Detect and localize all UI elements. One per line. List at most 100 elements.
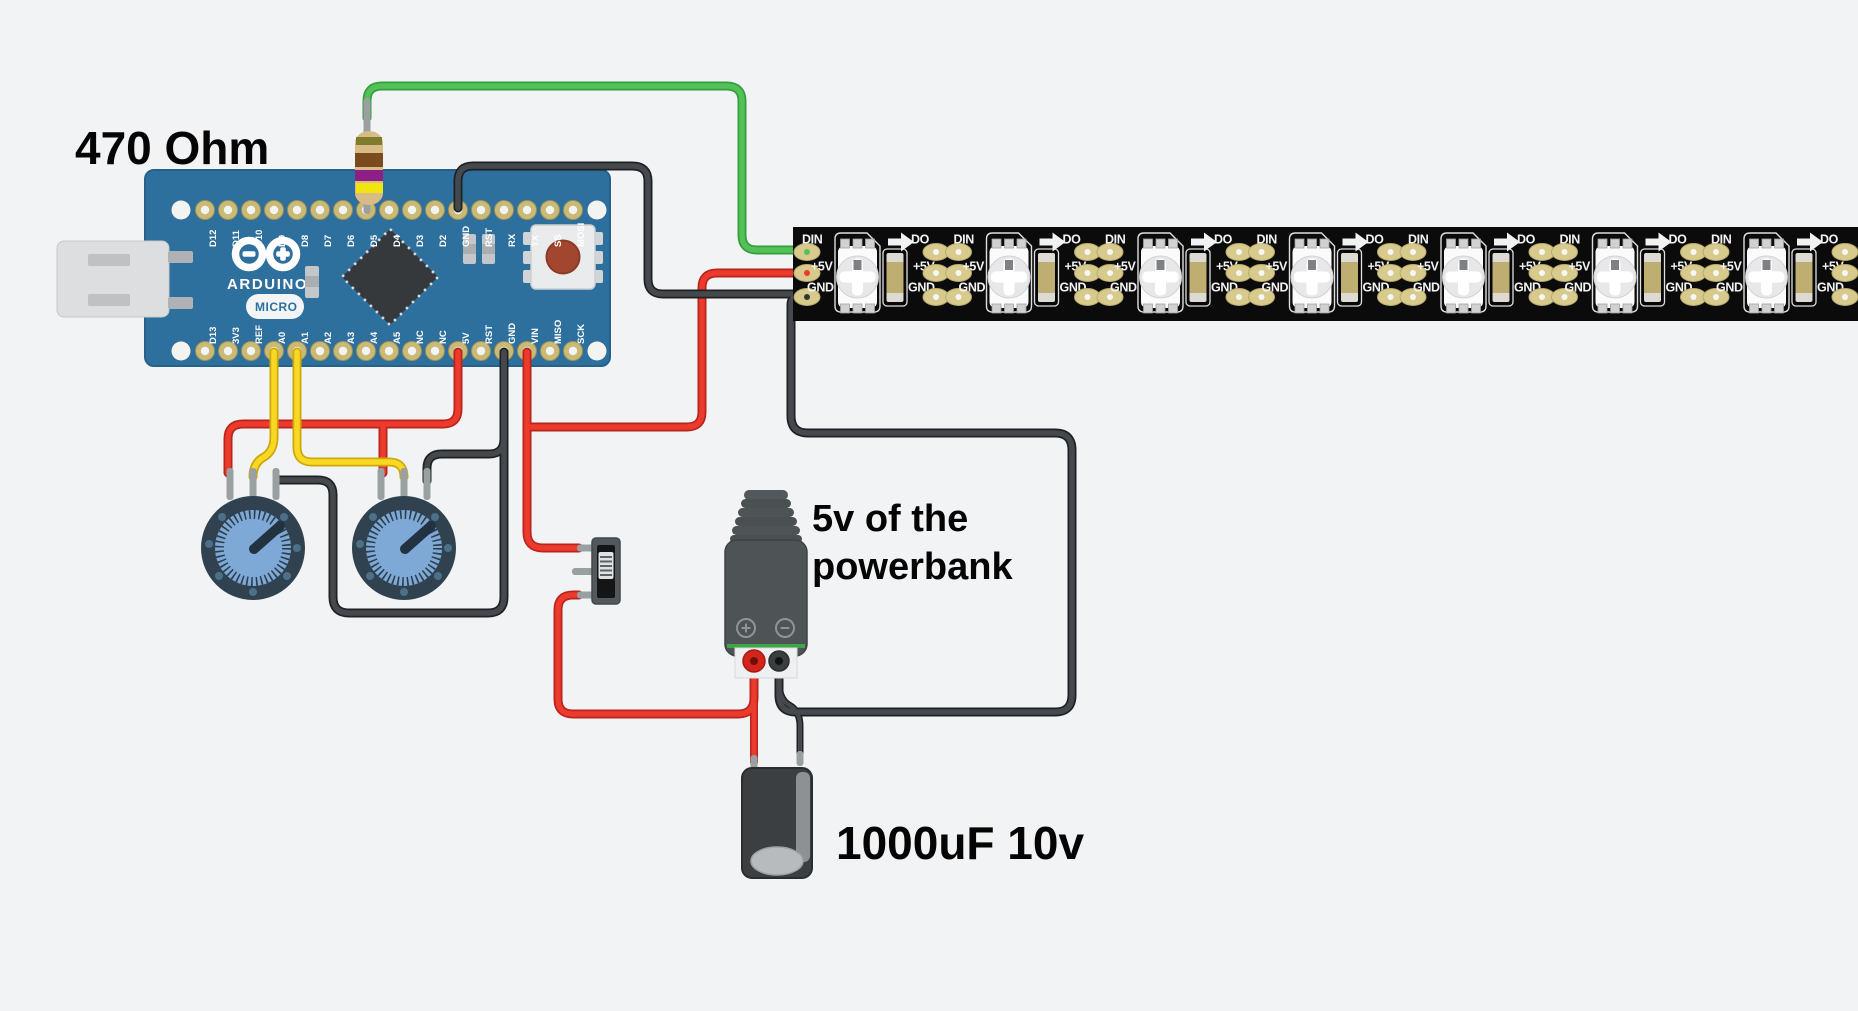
label-do: DO: [1063, 233, 1082, 247]
pin-hole-center: [246, 346, 256, 356]
pin-label: RST: [484, 325, 495, 344]
wire-red-strip5v[interactable]: [524, 270, 805, 430]
led-strip-segment[interactable]: DIN +5V GND DO +5V GND: [1248, 232, 1404, 314]
pin-hole-center: [315, 346, 325, 356]
resistor-band-olive: [356, 137, 382, 145]
pad-dot: [1236, 294, 1242, 300]
led-strip-segment[interactable]: DIN +5V GND DO +5V GND: [1399, 232, 1556, 314]
strip-cap-body: [886, 262, 904, 293]
component-detail: [482, 244, 495, 254]
led-strip-segment[interactable]: DIN +5V GND DO +5V GND: [945, 232, 1101, 314]
pad-dot: [1561, 270, 1568, 276]
pad-dot: [955, 270, 962, 276]
switch-pin: [572, 568, 595, 575]
led-strip-segment[interactable]: DIN +5V GND DO +5V GND: [1702, 232, 1858, 314]
led-outline: [1288, 232, 1336, 313]
pin-hole-center: [476, 205, 486, 215]
pot-knurl: [215, 510, 291, 586]
strip-cap-body: [1492, 262, 1510, 293]
pin-label: D2: [438, 235, 449, 247]
pin-hole-center: [292, 205, 302, 215]
led-strip-segment[interactable]: DIN +5V GND DO +5V GND: [1096, 232, 1253, 314]
wire-black-pot1-gnd[interactable]: [276, 349, 507, 616]
led-strip-segment[interactable]: DIN +5V GND DO +5V GND: [793, 232, 950, 314]
label-do: DO: [1517, 233, 1536, 247]
label-gnd: GND: [1716, 281, 1743, 295]
strip-cap-body: [1341, 262, 1358, 293]
capacitor-stripe: [796, 772, 810, 862]
led-outline: [1440, 232, 1487, 313]
strip-cap-body: [1189, 262, 1207, 293]
led-die: [1459, 260, 1468, 270]
pot-pin: [423, 468, 431, 500]
barrel-jack[interactable]: [724, 490, 808, 679]
pot-pin: [249, 468, 257, 500]
pad-dot: [1258, 270, 1265, 276]
component-detail: [463, 244, 476, 254]
led-lens-detail: [1445, 271, 1482, 283]
pin-hole-center: [338, 205, 348, 215]
wire-black-pot2-gnd[interactable]: [424, 350, 507, 484]
wire-black-gnd-strip[interactable]: [455, 163, 805, 297]
pin-label: D12: [208, 230, 219, 247]
pin-hole-center: [384, 205, 394, 215]
pin-label: D4: [392, 234, 403, 247]
switch-knob-ridges: [600, 556, 612, 576]
pad-dot: [1561, 294, 1568, 300]
led-die: [1762, 260, 1771, 270]
led-strip-segment[interactable]: DIN +5V GND DO +5V GND: [1551, 232, 1707, 314]
pin-label: 5V: [461, 332, 472, 344]
pad-dot: [1690, 294, 1697, 300]
reset-button-cap: [545, 239, 581, 275]
label-do: DO: [1820, 233, 1839, 247]
mount-hole: [587, 341, 607, 361]
label-gnd: GND: [1565, 281, 1592, 295]
pin-label: 3V3: [231, 327, 242, 344]
wire-red-vin-switch[interactable]: [524, 349, 582, 551]
reset-button[interactable]: [523, 224, 603, 290]
wire-black-jack-loop[interactable]: [776, 293, 1075, 715]
jack-ridge: [741, 499, 791, 508]
wire-red-5v-pots[interactable]: [225, 349, 461, 476]
potentiometer-1[interactable]: [201, 468, 305, 600]
label-5v: +5V: [1569, 260, 1591, 274]
pin-label: RST: [484, 228, 495, 247]
pin-hole-center: [568, 205, 578, 215]
label-din: DIN: [1560, 233, 1581, 247]
label-din: DIN: [1711, 233, 1732, 247]
potentiometer-2[interactable]: [352, 468, 456, 600]
data-flow-arrow-icon: [1797, 232, 1823, 252]
pin-label: A0: [277, 332, 288, 344]
pin-label: GND: [461, 226, 472, 247]
wire-green-data[interactable]: [364, 83, 803, 253]
pin-label: A2: [323, 332, 334, 344]
jack-terminal-positive-hole: [750, 657, 758, 665]
pad-dot: [1236, 249, 1242, 255]
label-din: DIN: [1408, 233, 1429, 247]
pin-hole-center: [223, 205, 233, 215]
capacitor-1000uf[interactable]: [741, 767, 813, 879]
pin-label: A5: [392, 331, 403, 344]
pin-hole-center: [545, 346, 555, 356]
wire-red-switch-jack[interactable]: [555, 592, 757, 717]
data-flow-arrow-icon: [1494, 232, 1520, 252]
pin-label: TX: [530, 234, 541, 247]
pin-hole-center: [407, 346, 417, 356]
resistor-470ohm[interactable]: [355, 98, 383, 214]
pot-pin: [377, 468, 385, 500]
led-outline: [1137, 232, 1184, 313]
pin-hole-center: [430, 346, 440, 356]
pin-label: SS: [553, 234, 564, 247]
pin-label: D5: [369, 234, 380, 247]
pin-label: MOSI: [576, 223, 587, 247]
pin-label: D9: [277, 235, 288, 247]
pin-label: D6: [346, 235, 357, 247]
micro-badge: [246, 294, 304, 319]
slide-switch[interactable]: [572, 537, 621, 605]
led-strip[interactable]: DIN +5V GND DO +5V GND: [793, 227, 1858, 321]
data-flow-arrow-icon: [1191, 232, 1217, 252]
wire-black-cap-lead[interactable]: [777, 660, 802, 762]
